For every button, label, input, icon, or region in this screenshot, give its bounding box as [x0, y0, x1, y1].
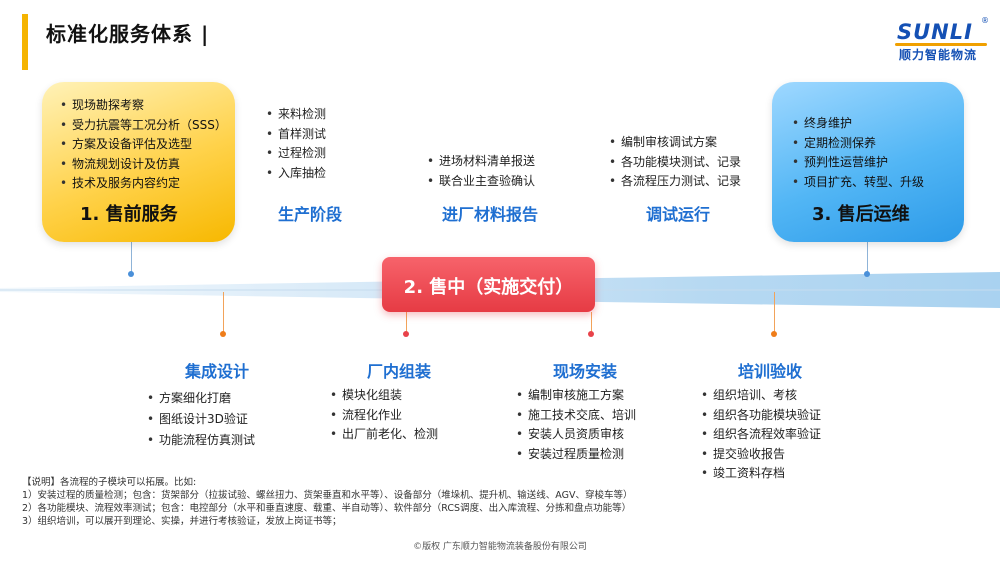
list-item: 模块化组装	[330, 386, 438, 406]
list-item: 终身维护	[792, 114, 924, 134]
timeline-dot	[128, 271, 134, 277]
list-item: 物流规划设计及仿真	[60, 155, 227, 175]
list-item: 编制审核调试方案	[609, 133, 741, 153]
connector-line	[223, 292, 224, 334]
copyright-text: ©版权 广东顺力智能物流装备股份有限公司	[413, 542, 587, 552]
logo-registered-mark: ®	[981, 16, 989, 25]
list-item: 出厂前老化、检测	[330, 425, 438, 445]
list-item: 来料检测	[266, 105, 326, 125]
note-line: 【说明】各流程的子模块可以拓展。比如:	[22, 477, 197, 488]
explanation-notes: 【说明】各流程的子模块可以拓展。比如: 1）安装过程的质量检测；包含：货架部分（…	[22, 476, 633, 528]
company-logo: SUNLI ® 顺力智能物流	[895, 14, 990, 69]
presale-list: 现场勘探考察 受力抗震等工况分析（SSS） 方案及设备评估及选型 物流规划设计及…	[60, 96, 227, 194]
list-item: 编制审核施工方案	[516, 386, 636, 406]
timeline-dot	[403, 331, 409, 337]
material-report-title: 进厂材料报告	[442, 205, 539, 224]
list-item: 各流程压力测试、记录	[609, 172, 741, 192]
logo-swoosh	[895, 43, 987, 46]
list-item: 进场材料清单报送	[427, 152, 535, 172]
site-install-list: 编制审核施工方案 施工技术交底、培训 安装人员资质审核 安装过程质量检测	[516, 386, 636, 464]
presale-card: 现场勘探考察 受力抗震等工况分析（SSS） 方案及设备评估及选型 物流规划设计及…	[42, 82, 235, 242]
logo-wordmark: SUNLI	[897, 20, 973, 44]
logo-subtitle: 顺力智能物流	[899, 48, 978, 62]
list-item: 安装人员资质审核	[516, 425, 636, 445]
list-item: 方案及设备评估及选型	[60, 135, 227, 155]
integration-title: 集成设计	[185, 362, 250, 381]
material-report-list: 进场材料清单报送 联合业主查验确认	[427, 152, 535, 191]
list-item: 安装过程质量检测	[516, 445, 636, 465]
list-item: 技术及服务内容约定	[60, 174, 227, 194]
title-accent-bar	[22, 14, 28, 70]
list-item: 各功能模块测试、记录	[609, 153, 741, 173]
list-item: 首样测试	[266, 125, 326, 145]
production-title: 生产阶段	[278, 205, 343, 224]
list-item: 联合业主查验确认	[427, 172, 535, 192]
connector-line	[406, 312, 407, 334]
aftersale-card: 终身维护 定期检测保养 预判性运营维护 项目扩充、转型、升级 3. 售后运维	[772, 82, 964, 242]
insale-title: 2. 售中（实施交付）	[403, 277, 574, 298]
commissioning-title: 调试运行	[646, 205, 711, 224]
list-item: 项目扩充、转型、升级	[792, 173, 924, 193]
factory-assembly-title: 厂内组装	[367, 362, 432, 381]
note-line: 2）各功能模块、流程效率测试；包含：电控部分（水平和垂直速度、载重、半自动等）、…	[22, 503, 632, 514]
commissioning-list: 编制审核调试方案 各功能模块测试、记录 各流程压力测试、记录	[609, 133, 741, 192]
list-item: 受力抗震等工况分析（SSS）	[60, 116, 227, 136]
list-item: 施工技术交底、培训	[516, 406, 636, 426]
list-item: 定期检测保养	[792, 134, 924, 154]
list-item: 过程检测	[266, 144, 326, 164]
aftersale-list: 终身维护 定期检测保养 预判性运营维护 项目扩充、转型、升级	[792, 114, 924, 192]
list-item: 流程化作业	[330, 406, 438, 426]
training-title: 培训验收	[738, 362, 803, 381]
list-item: 功能流程仿真测试	[147, 430, 255, 451]
connector-line	[591, 312, 592, 334]
note-line: 3）组织培训，可以展开到理论、实操，并进行考核验证，发放上岗证书等；	[22, 516, 342, 527]
list-item: 组织各功能模块验证	[701, 406, 821, 426]
insale-card: 2. 售中（实施交付）	[382, 257, 595, 312]
aftersale-title: 3. 售后运维	[812, 204, 910, 225]
connector-line	[867, 242, 868, 276]
list-item: 组织培训、考核	[701, 386, 821, 406]
list-item: 入库抽检	[266, 164, 326, 184]
note-line: 1）安装过程的质量检测；包含：货架部分（拉拔试验、螺丝扭力、货架垂直和水平等）、…	[22, 490, 633, 501]
production-list: 来料检测 首样测试 过程检测 入库抽检	[266, 105, 326, 183]
list-item: 竣工资料存档	[701, 464, 821, 484]
page-title: 标准化服务体系 |	[46, 22, 210, 46]
list-item: 现场勘探考察	[60, 96, 227, 116]
training-list: 组织培训、考核 组织各功能模块验证 组织各流程效率验证 提交验收报告 竣工资料存…	[701, 386, 821, 484]
site-install-title: 现场安装	[553, 362, 618, 381]
timeline-dot	[771, 331, 777, 337]
list-item: 方案细化打磨	[147, 388, 255, 409]
connector-line	[774, 292, 775, 334]
list-item: 提交验收报告	[701, 445, 821, 465]
list-item: 组织各流程效率验证	[701, 425, 821, 445]
presale-title: 1. 售前服务	[80, 204, 178, 225]
timeline-dot	[588, 331, 594, 337]
timeline-dot	[864, 271, 870, 277]
list-item: 预判性运营维护	[792, 153, 924, 173]
timeline-dot	[220, 331, 226, 337]
connector-line	[131, 242, 132, 276]
factory-assembly-list: 模块化组装 流程化作业 出厂前老化、检测	[330, 386, 438, 445]
integration-list: 方案细化打磨 图纸设计3D验证 功能流程仿真测试	[147, 388, 255, 451]
list-item: 图纸设计3D验证	[147, 409, 255, 430]
